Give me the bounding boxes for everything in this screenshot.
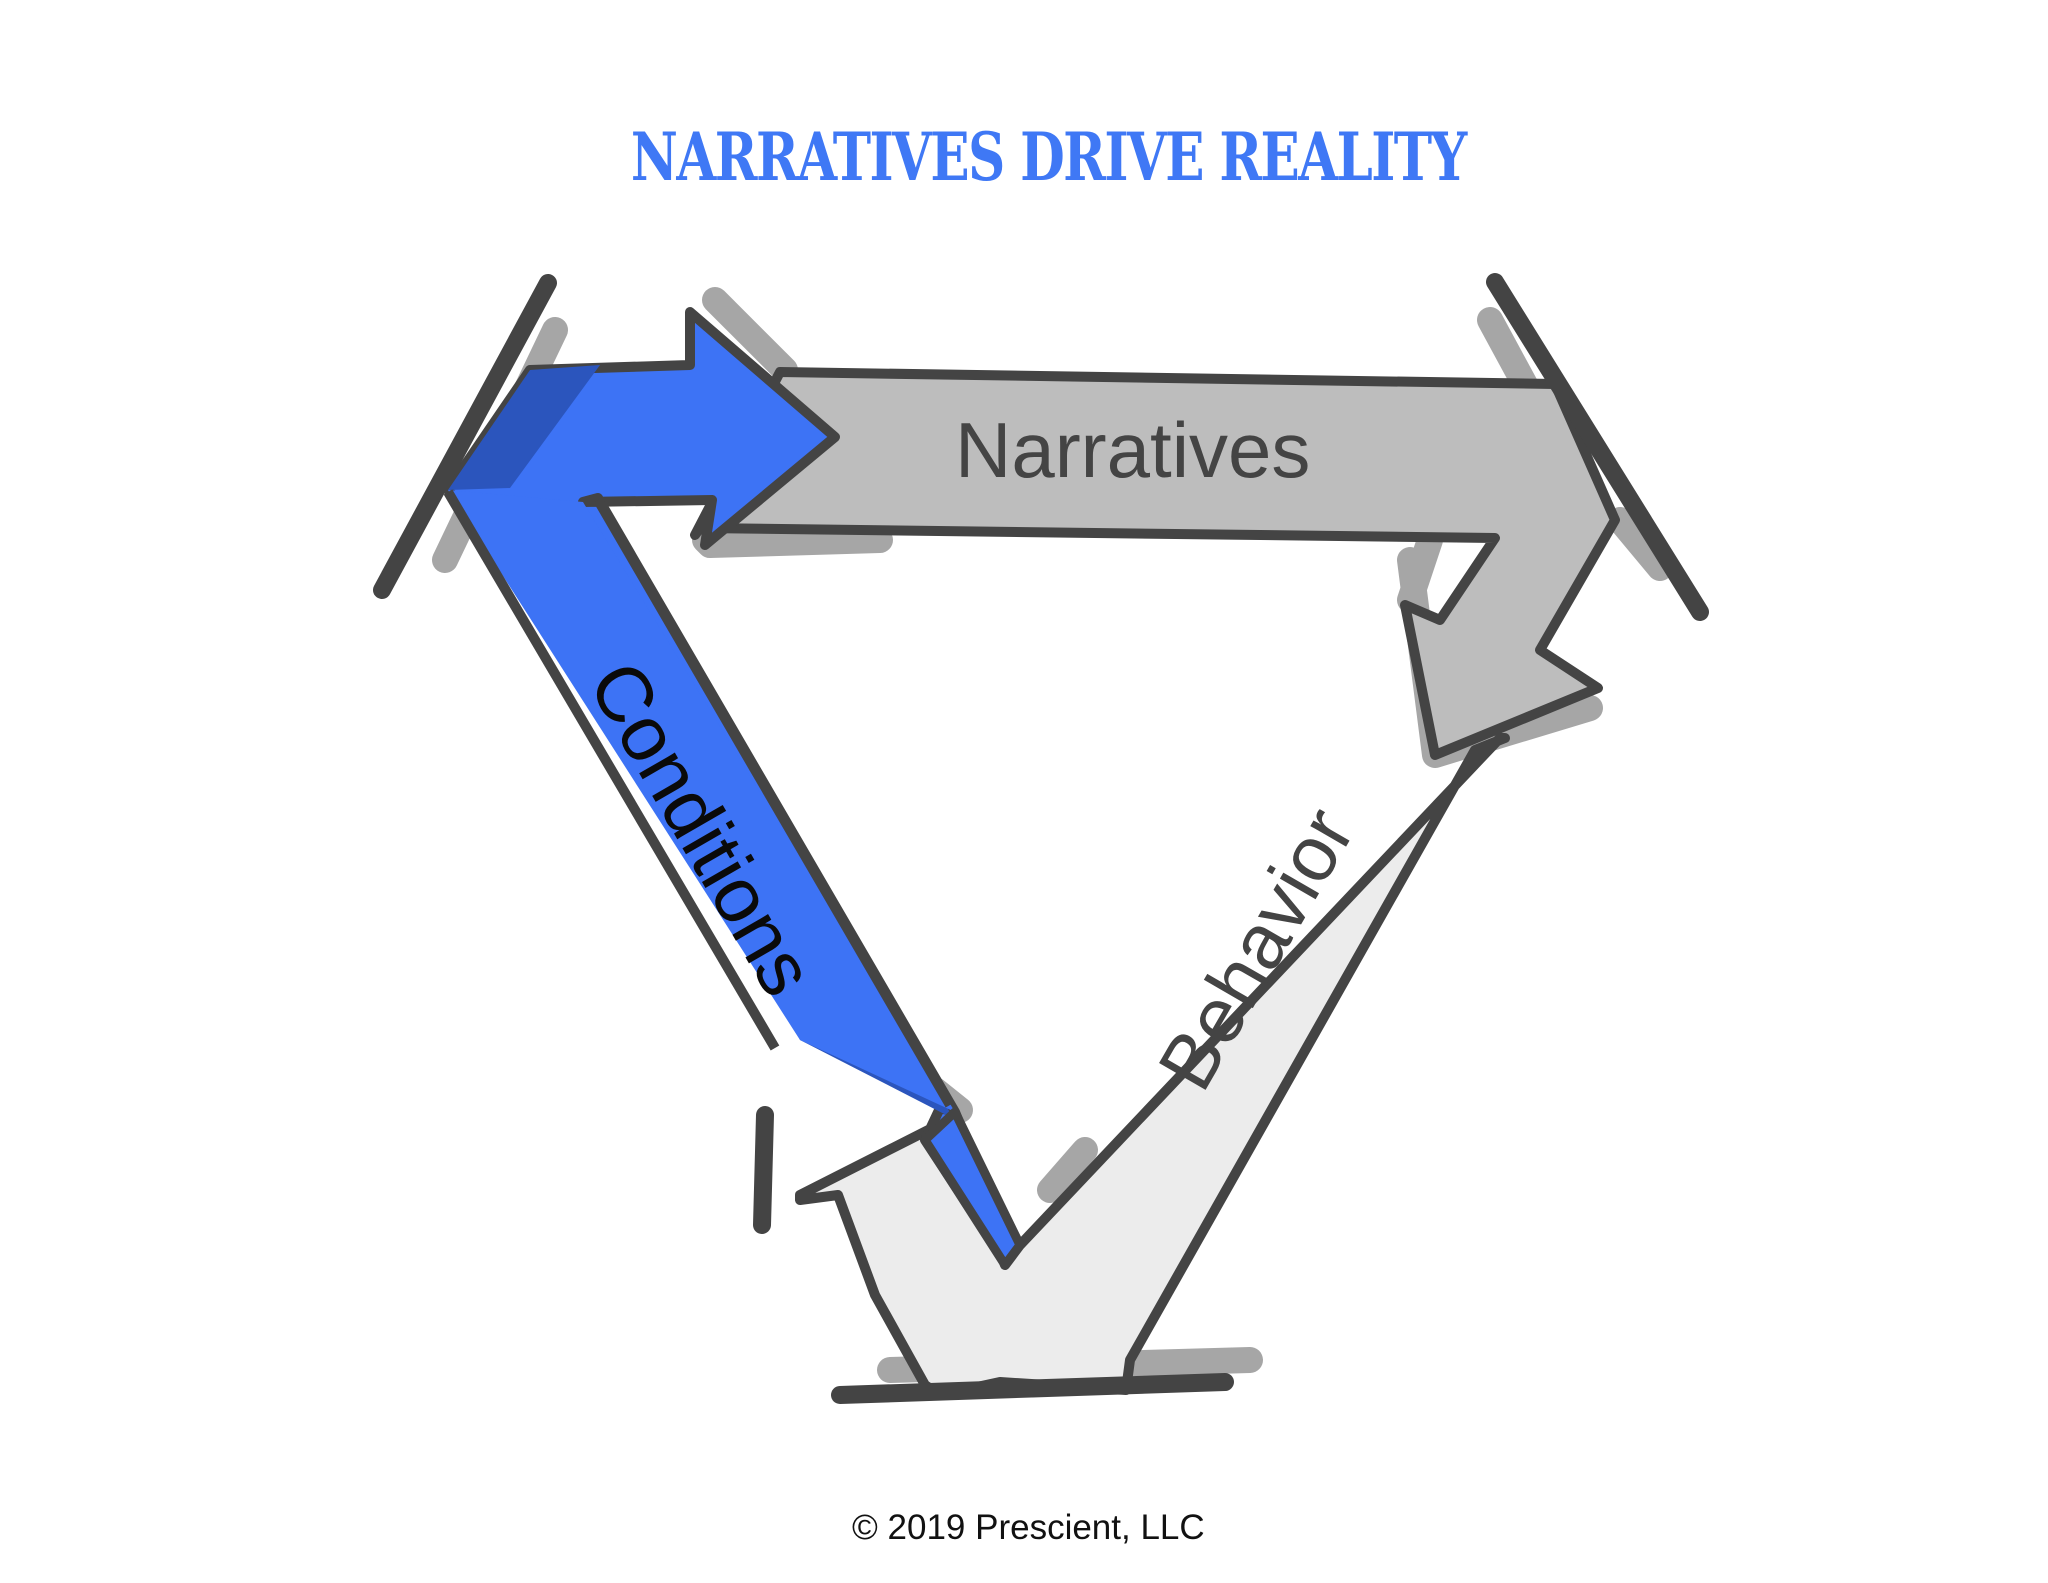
conditions-arrow — [443, 307, 1025, 1270]
page-title: NARRATIVES DRIVE REALITY — [630, 118, 1467, 196]
copyright-notice: © 2019 Prescient, LLC — [852, 1508, 1205, 1547]
narratives-label: Narratives — [955, 406, 1311, 494]
narratives-arrow — [690, 367, 1620, 760]
corner-ticks — [373, 273, 1709, 1404]
